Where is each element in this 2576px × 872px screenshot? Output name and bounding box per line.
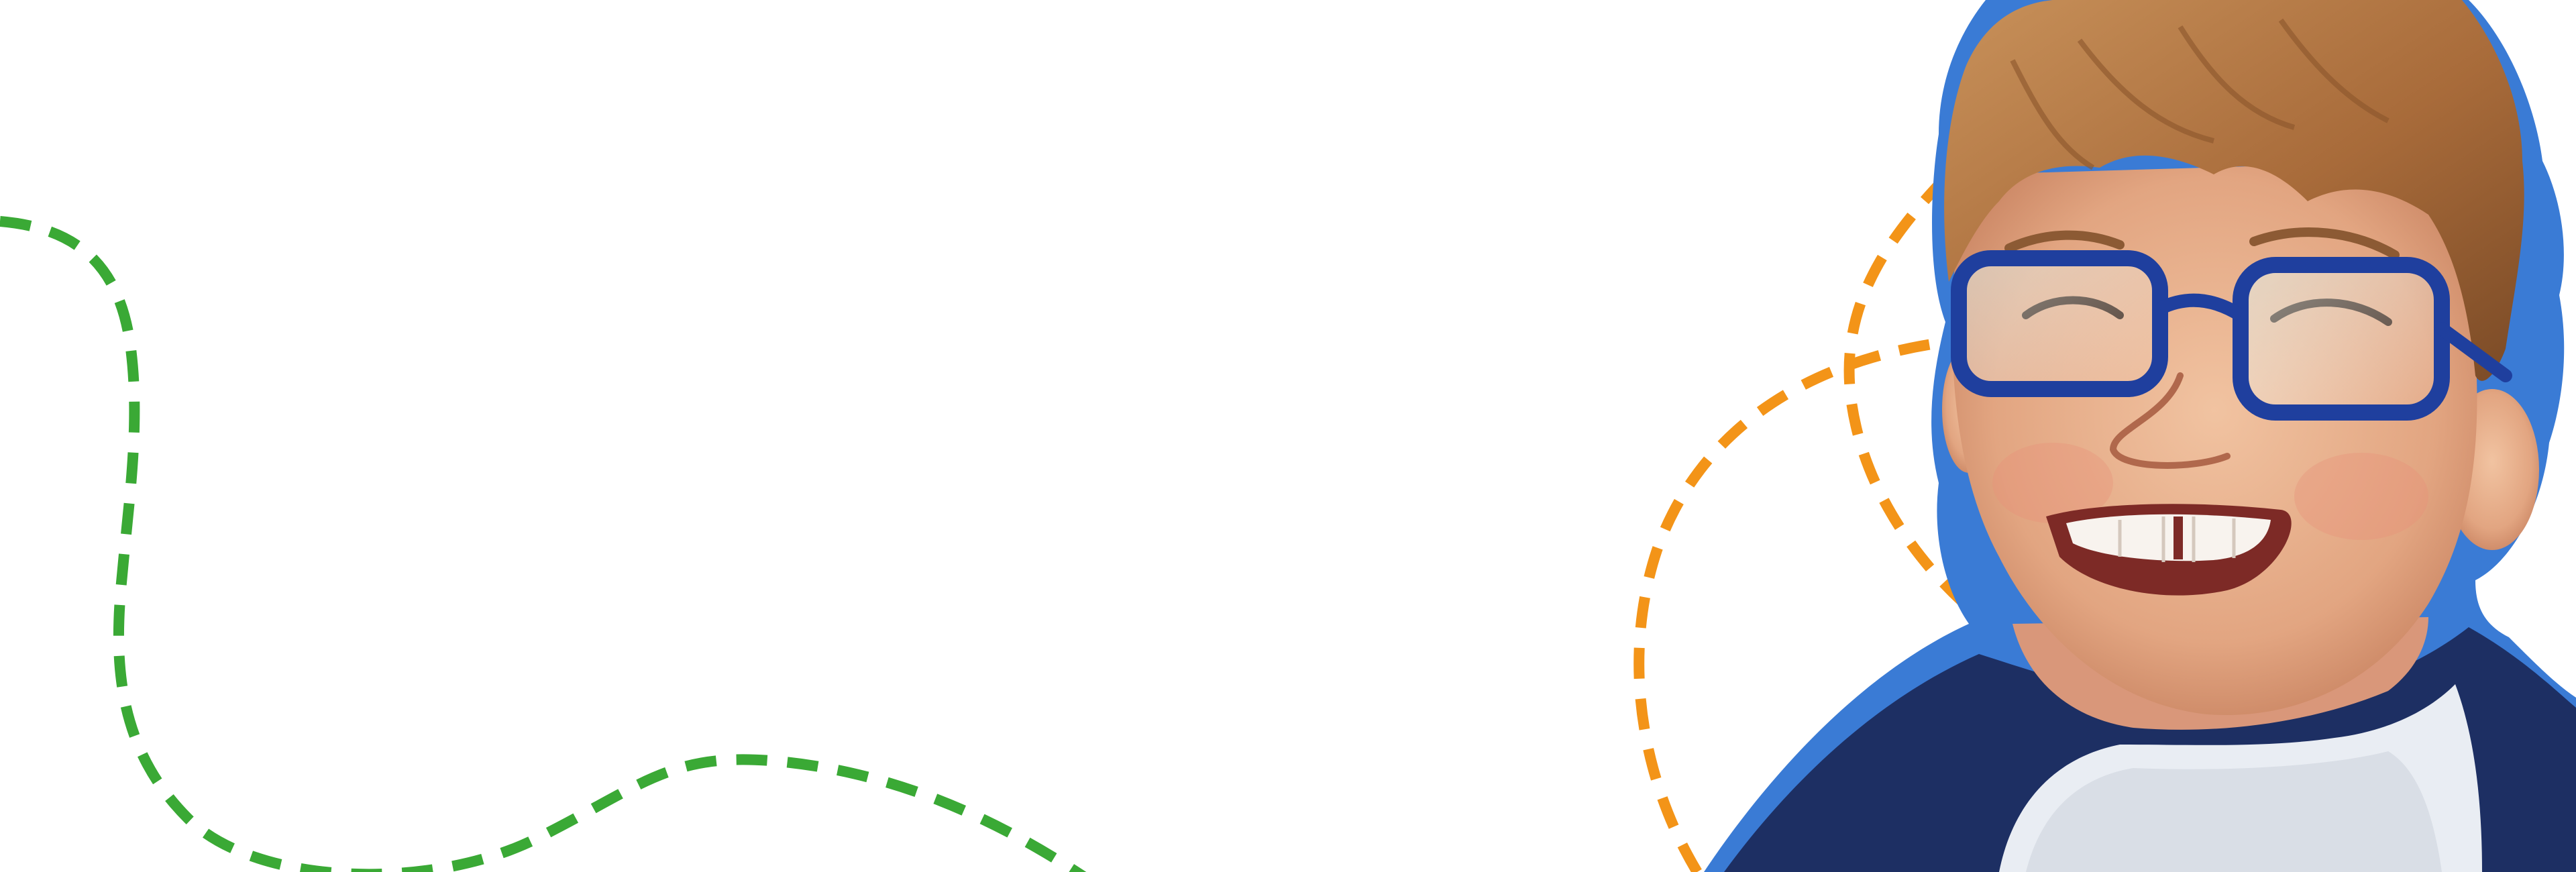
boy-portrait [1704,0,2576,872]
nose [2109,372,2231,469]
tooth-gap [2174,516,2183,559]
teeth-lines [2118,516,2236,562]
left-eyebrow [2004,230,2125,253]
glasses-icon [1951,250,2512,421]
green-dashed-squiggle-icon [0,216,1087,872]
right-eyebrow [2249,227,2400,260]
shirt-inner [2026,751,2442,872]
right-cheek [2294,453,2428,540]
hair [1944,0,2524,381]
orange-dashed-loop-icon [1633,174,1976,872]
left-cheek [1992,443,2113,523]
hair-strands [2010,18,2390,170]
teeth [2066,514,2271,561]
